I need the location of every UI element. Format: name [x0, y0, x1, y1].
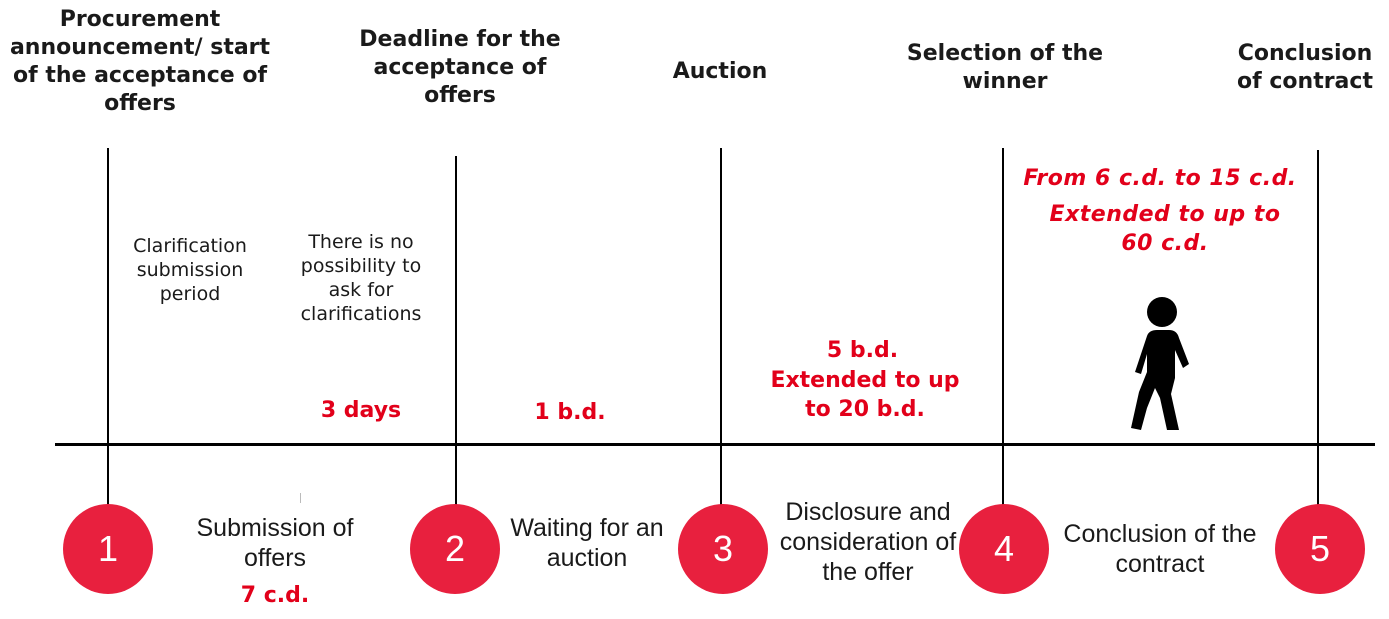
- no-clarifications-note: There is no possibility to ask for clari…: [300, 231, 422, 325]
- milestone-4-label: Selection of the winner: [906, 41, 1104, 94]
- walking-person-icon: [1131, 297, 1189, 430]
- one-bd-duration: 1 b.d.: [534, 400, 606, 425]
- milestone-2-line: [455, 156, 457, 548]
- milestone-2-label: Deadline for the acceptance of offers: [359, 27, 561, 108]
- milestone-3-line: [720, 148, 722, 548]
- stage-4-marker: 4: [959, 504, 1049, 594]
- stage-5-marker: 5: [1275, 504, 1365, 594]
- stage-1-label: Submission of offers: [196, 514, 354, 572]
- milestone-3-label: Auction: [672, 59, 768, 84]
- stage-4-label: Conclusion of the contract: [1063, 520, 1257, 578]
- contract-period-line1: From 6 c.d. to 15 c.d.: [1023, 166, 1297, 191]
- stage-2-label: Waiting for an auction: [510, 514, 664, 572]
- milestone-1-label: Procurement announcement/ start of the a…: [9, 7, 271, 116]
- stage-3-label: Disclosure and consideration of the offe…: [779, 498, 957, 586]
- milestone-4-line: [1002, 148, 1004, 548]
- milestone-5-label: Conclusion of contract: [1237, 41, 1373, 94]
- auction-duration-line1: 5 b.d.: [826, 338, 899, 363]
- timeline-axis: [55, 443, 1375, 446]
- stage-1-duration: 7 c.d.: [240, 583, 310, 608]
- minor-tick: [300, 493, 301, 503]
- stage-1-marker: 1: [63, 504, 153, 594]
- contract-period-line2: Extended to up to 60 c.d.: [1049, 202, 1281, 256]
- clarification-period-note: Clarification submission period: [133, 235, 247, 305]
- milestone-1-line: [107, 148, 109, 548]
- stage-2-marker: 2: [410, 504, 500, 594]
- milestone-5-line: [1317, 150, 1319, 548]
- three-days-duration: 3 days: [320, 398, 402, 423]
- auction-duration-line2: Extended to up to 20 b.d.: [770, 368, 960, 422]
- stage-3-marker: 3: [678, 504, 768, 594]
